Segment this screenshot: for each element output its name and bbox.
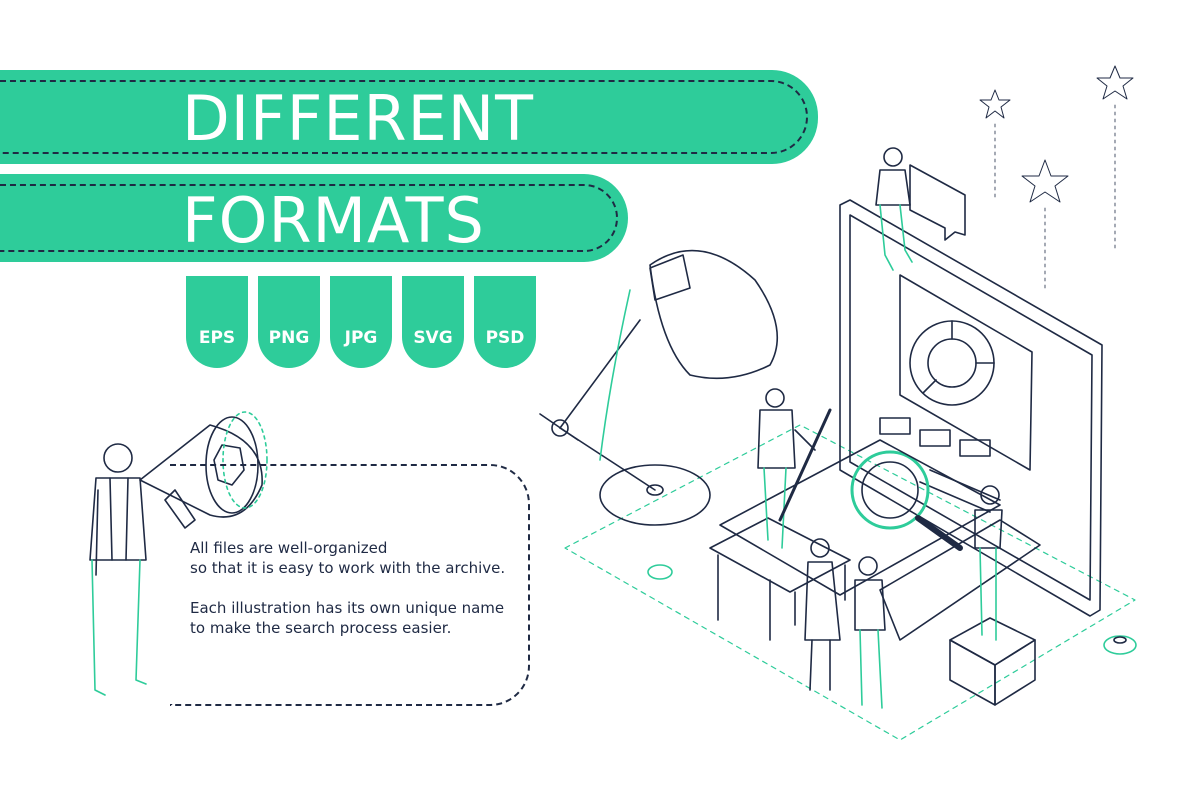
person-group-illustration [804, 538, 886, 709]
info-paragraph-naming: Each illustration has its own unique nam… [190, 599, 505, 637]
monitor-illustration [839, 199, 1103, 617]
box-illustration [949, 617, 1036, 706]
info-paragraph-organized: All files are well-organized so that it … [190, 539, 506, 577]
format-tag-eps: EPS [186, 276, 248, 368]
banner-dashed-border [0, 80, 808, 154]
person-sitting-illustration [875, 147, 913, 271]
desk-lamp-illustration [539, 249, 778, 526]
headline-banner-top: DIFFERENT [0, 70, 818, 164]
info-text-block: All files are well-organized so that it … [190, 538, 530, 658]
format-tag-psd: PSD [474, 276, 536, 368]
format-tag-jpg: JPG [330, 276, 392, 368]
headline-line-1: DIFFERENT [182, 82, 535, 155]
format-tags: EPS PNG JPG SVG PSD [186, 276, 536, 368]
banner-dashed-border [0, 184, 618, 252]
info-dashed-frame [170, 464, 530, 706]
speech-bubble-icon [909, 164, 966, 241]
megaphone-man-illustration [89, 411, 268, 696]
magnifier-illustration [850, 450, 963, 551]
star-icon [979, 65, 1134, 291]
person-standing-illustration [757, 388, 832, 549]
format-tag-png: PNG [258, 276, 320, 368]
format-tag-svg: SVG [402, 276, 464, 368]
headline-line-2: FORMATS [182, 184, 485, 257]
desk-illustration [709, 517, 851, 641]
person-woman-illustration [974, 485, 1003, 641]
headline-banner-bottom: FORMATS [0, 174, 628, 262]
